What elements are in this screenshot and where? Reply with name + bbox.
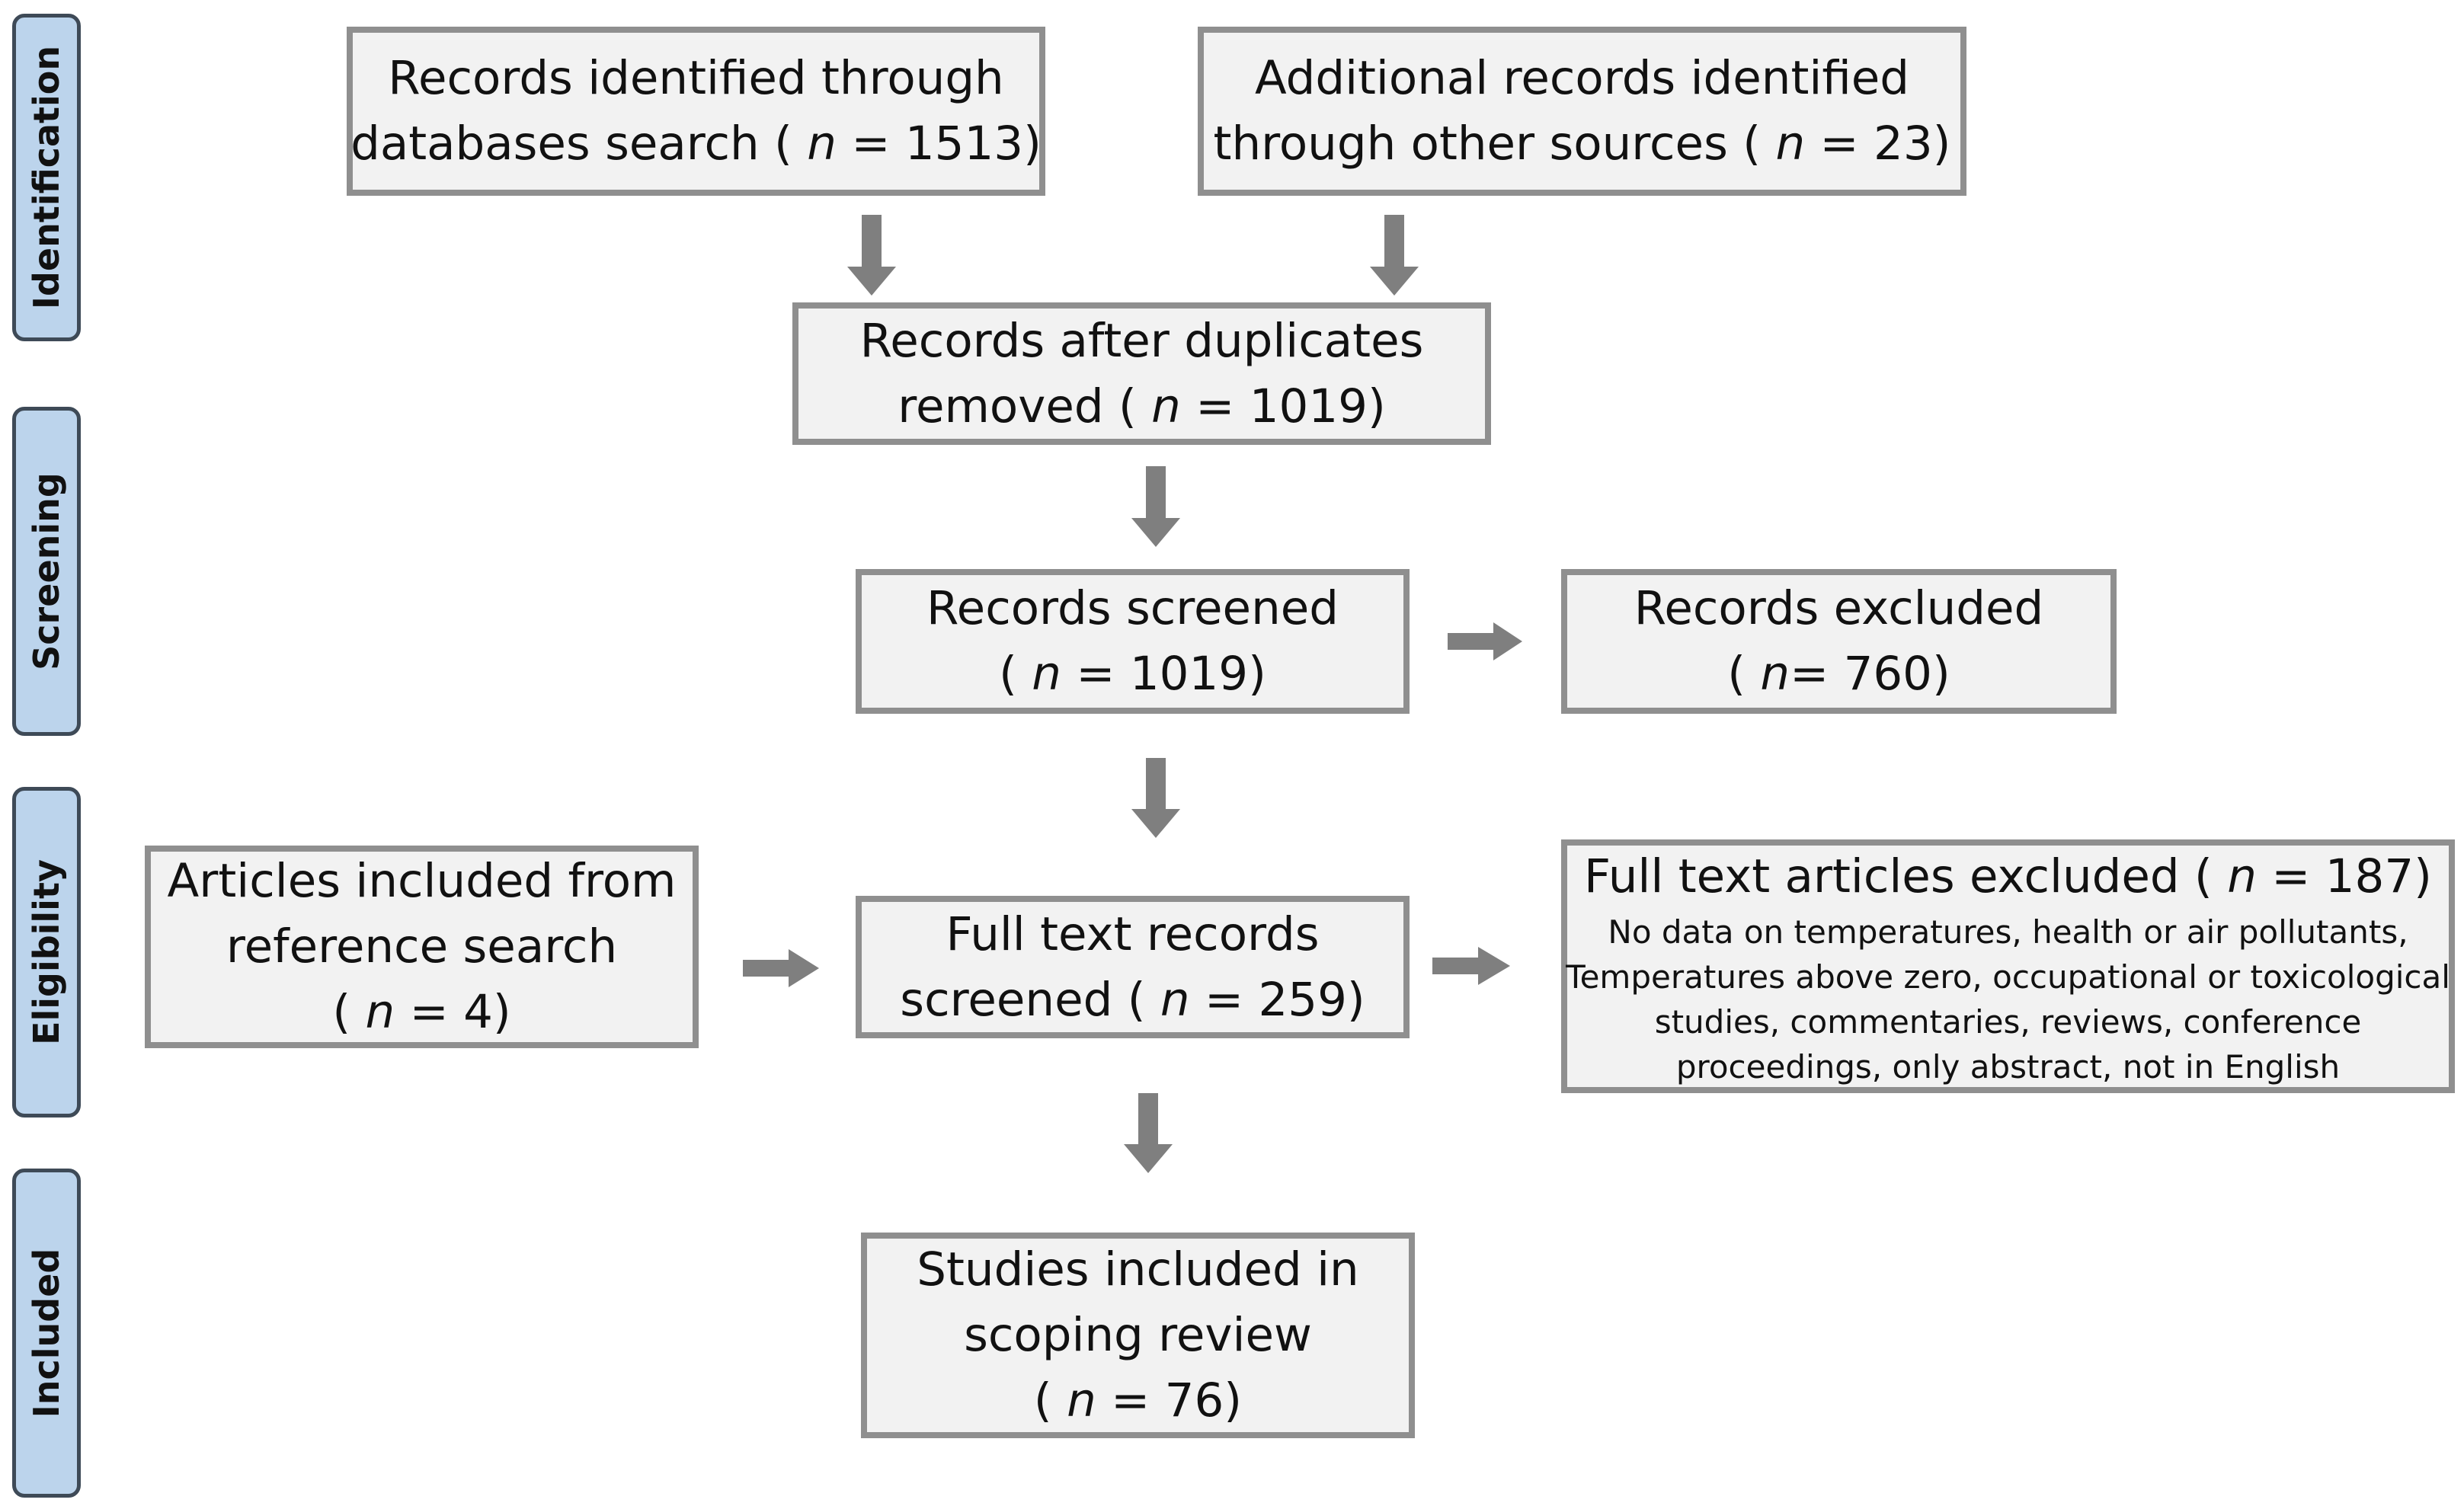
after-duplicates-line2: removed ( n = 1019) xyxy=(898,379,1386,433)
reference-search-line2: reference search xyxy=(226,919,618,974)
screened-line1: Records screened xyxy=(926,581,1339,635)
box-records-identified-databases: Records identified through databases sea… xyxy=(347,27,1045,196)
included-line3: ( n = 76) xyxy=(1033,1373,1243,1428)
arrow-down-full-text xyxy=(1124,1093,1173,1173)
exclusion-reason: studies, commentaries, reviews, conferen… xyxy=(1654,1002,2362,1041)
excluded-line2: ( n= 760) xyxy=(1727,647,1950,701)
reference-search-line3: ( n = 4) xyxy=(332,985,511,1039)
box-reference-search: Articles included from reference search … xyxy=(145,846,699,1048)
box-full-text-excluded: Full text articles excluded ( n = 187) N… xyxy=(1561,839,2455,1093)
box-records-screened: Records screened ( n = 1019) xyxy=(856,569,1410,714)
phase-identification: Identification xyxy=(12,14,81,341)
arrow-down-screened xyxy=(1131,758,1180,838)
box-records-other-sources: Additional records identified through ot… xyxy=(1198,27,1966,196)
screened-line2: ( n = 1019) xyxy=(999,647,1266,701)
included-line2: scoping review xyxy=(964,1308,1312,1362)
box-full-text-screened: Full text records screened ( n = 259) xyxy=(856,896,1410,1038)
databases-line1: Records identified through xyxy=(388,51,1004,105)
arrow-down-after-duplicates xyxy=(1131,466,1180,547)
after-duplicates-line1: Records after duplicates xyxy=(859,313,1424,368)
arrow-down-databases xyxy=(847,215,896,296)
excluded-line1: Records excluded xyxy=(1634,581,2044,635)
other-sources-line2: through other sources ( n = 23) xyxy=(1213,117,1951,171)
databases-line2: databases search ( n = 1513) xyxy=(350,117,1042,171)
included-line1: Studies included in xyxy=(917,1242,1359,1297)
full-text-line2: screened ( n = 259) xyxy=(900,972,1365,1027)
reference-search-line1: Articles included from xyxy=(167,854,677,908)
arrow-down-other-sources xyxy=(1370,215,1419,296)
phase-eligibility: Eligibility xyxy=(12,787,81,1118)
box-studies-included: Studies included in scoping review ( n =… xyxy=(861,1233,1415,1438)
box-records-excluded: Records excluded ( n= 760) xyxy=(1561,569,2117,714)
exclusion-reason: No data on temperatures, health or air p… xyxy=(1608,913,2408,951)
phase-screening: Screening xyxy=(12,407,81,736)
box-records-after-duplicates: Records after duplicates removed ( n = 1… xyxy=(792,302,1491,445)
arrow-right-from-reference xyxy=(743,949,819,987)
full-text-line1: Full text records xyxy=(946,906,1320,961)
exclusion-reason: proceedings, only abstract, not in Engli… xyxy=(1675,1047,2341,1086)
phase-included: Included xyxy=(12,1169,81,1498)
other-sources-line1: Additional records identified xyxy=(1254,51,1910,105)
full-text-excluded-title: Full text articles excluded ( n = 187) xyxy=(1584,849,2432,903)
exclusion-reason: Temperatures above zero, occupational or… xyxy=(1566,958,2450,996)
arrow-right-to-excluded xyxy=(1448,622,1522,660)
arrow-right-to-full-text-excluded xyxy=(1432,947,1510,985)
